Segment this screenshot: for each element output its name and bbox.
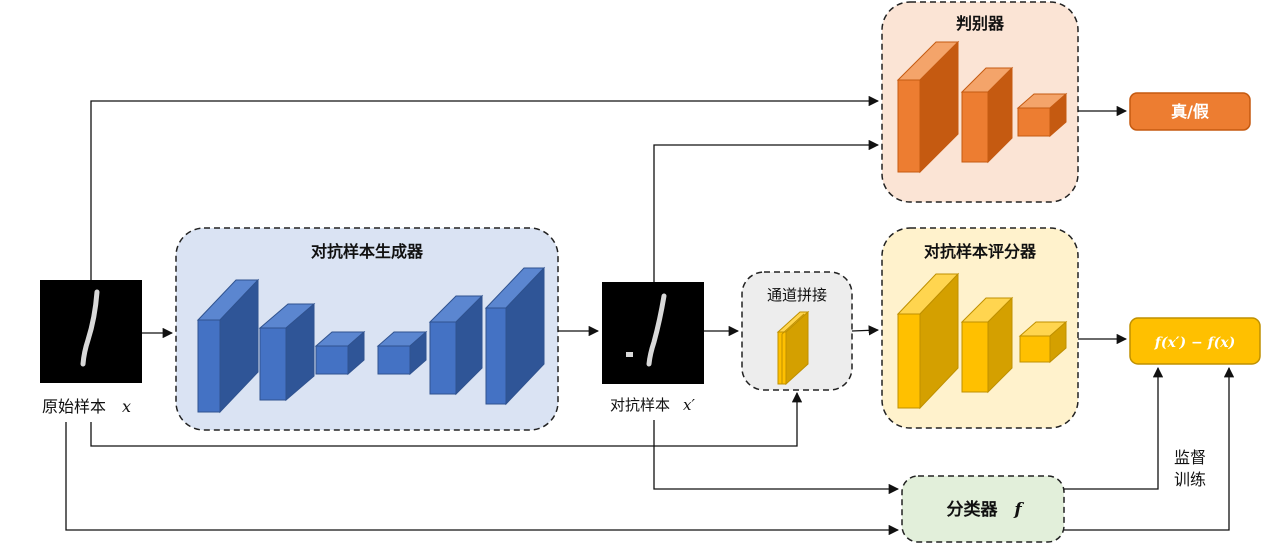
arrow-original-to-classifier <box>65 422 900 536</box>
scorer-layers <box>896 272 1068 410</box>
discriminator-block-1 <box>896 40 960 174</box>
score-formula: f(x′) − f(x) <box>1154 335 1235 351</box>
adversarial-sample-symbol: x′ <box>683 396 695 414</box>
discriminator-title: 判别器 <box>956 14 1005 33</box>
arrow-adversarial-to-classifier <box>653 420 900 495</box>
generator-title: 对抗样本生成器 <box>311 242 424 261</box>
discriminator-block-2 <box>960 66 1014 164</box>
generator-layers <box>196 266 546 414</box>
arrow-classifier-to-score-2 <box>1064 366 1235 531</box>
discriminator-block-3 <box>1016 92 1068 138</box>
generator-block-1 <box>196 278 260 414</box>
original-sample-label: 原始样本 <box>42 397 106 416</box>
concat-slabs <box>776 310 810 386</box>
original-sample-symbol: x <box>122 397 131 416</box>
scorer-title: 对抗样本评分器 <box>924 242 1037 261</box>
arrow-adversarial-to-discriminator <box>653 139 880 282</box>
scorer-block-1 <box>896 272 960 410</box>
adversarial-sample-image <box>602 282 704 384</box>
connectors <box>65 95 1235 536</box>
original-sample-image <box>40 280 142 383</box>
score-output <box>1129 317 1261 365</box>
generator-block-2 <box>258 302 316 402</box>
classifier-symbol: f <box>1013 500 1024 520</box>
supervision-label-line1: 监督 <box>1174 448 1206 467</box>
scorer-block-2 <box>960 296 1014 394</box>
arrow-concat-to-scorer <box>851 325 880 336</box>
arrow-classifier-to-score-1 <box>1064 366 1164 490</box>
supervision-label-line2: 训练 <box>1174 470 1206 489</box>
arrow-original-to-discriminator <box>90 95 880 280</box>
generator-block-6 <box>484 266 546 406</box>
scorer-block-3 <box>1018 320 1068 364</box>
discriminator-layers <box>896 40 1068 174</box>
arrow-original-to-concat <box>90 391 803 447</box>
generator-block-3 <box>314 330 366 376</box>
generator-block-4 <box>376 330 428 376</box>
real-fake-output <box>1129 92 1251 131</box>
classifier-label: 分类器 <box>947 499 999 520</box>
generator-block-5 <box>428 294 484 396</box>
adversarial-sample-label: 对抗样本 <box>610 396 670 414</box>
real-fake-label: 真/假 <box>1171 102 1210 121</box>
concat-title: 通道拼接 <box>767 286 827 304</box>
classifier-box <box>901 475 1065 543</box>
